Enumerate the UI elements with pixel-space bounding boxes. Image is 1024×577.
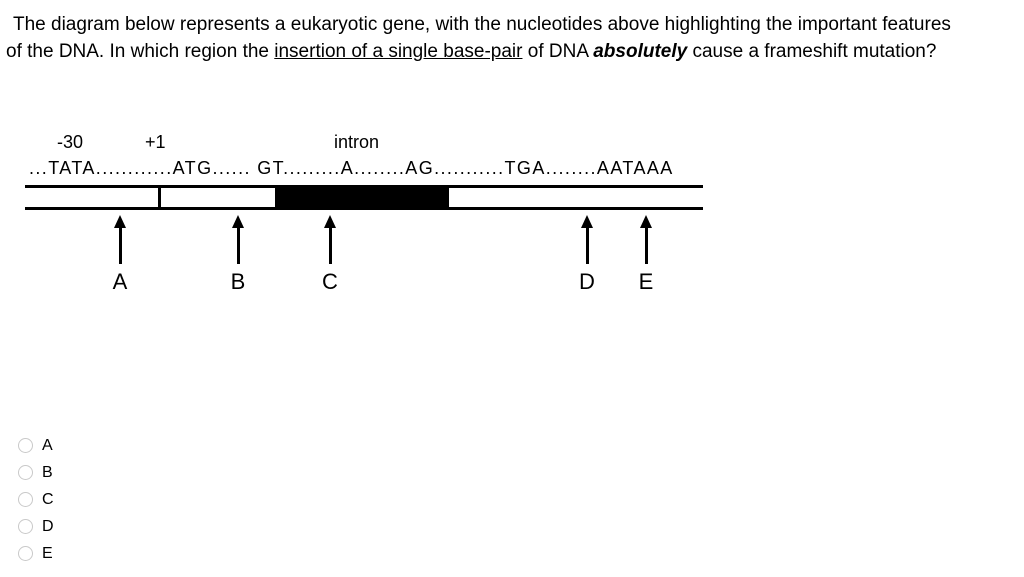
question-line-1: The diagram below represents a eukaryoti… <box>13 14 951 35</box>
arrow-shaft <box>118 228 122 264</box>
arrow-shaft <box>644 228 648 264</box>
option-label-c: C <box>42 490 54 508</box>
question-segment: of the DNA. In which region the <box>6 41 275 62</box>
option-label-e: E <box>42 544 53 562</box>
up-arrow-icon <box>324 215 336 228</box>
radio-button-b[interactable] <box>18 465 33 480</box>
option-row-d[interactable]: D <box>18 513 54 540</box>
intron-label: intron <box>334 132 380 152</box>
intron-region <box>275 188 449 207</box>
arrow-region-b: B <box>225 215 251 294</box>
option-row-c[interactable]: C <box>18 486 54 513</box>
answer-options: A B C D E <box>18 432 54 567</box>
question-segment: cause a frameshift mutation? <box>687 41 937 62</box>
arrow-region-d: D <box>574 215 600 294</box>
option-row-a[interactable]: A <box>18 432 54 459</box>
arrow-region-c: C <box>317 215 343 294</box>
question-segment-emphasis: absolutely <box>593 41 688 62</box>
option-label-d: D <box>42 517 54 535</box>
arrow-label-e: E <box>638 269 654 294</box>
question-line-2: of the DNA. In which region the insertio… <box>6 38 1020 65</box>
radio-button-e[interactable] <box>18 546 33 561</box>
question-text: The diagram below represents a eukaryoti… <box>6 11 1020 65</box>
arrow-label-c: C <box>322 269 338 294</box>
transcription-start-tick <box>158 188 161 207</box>
arrow-region-a: A <box>107 215 133 294</box>
arrow-label-d: D <box>579 269 595 294</box>
up-arrow-icon <box>640 215 652 228</box>
plus-1-label: +1 <box>145 132 166 152</box>
nucleotide-sequence: ...TATA............ATG...... GT.........… <box>29 158 674 178</box>
arrow-shaft <box>585 228 589 264</box>
question-segment: of DNA <box>522 41 594 62</box>
arrow-label-b: B <box>230 269 246 294</box>
minus-30-label: -30 <box>57 132 84 152</box>
option-label-b: B <box>42 463 53 481</box>
arrow-label-a: A <box>112 269 128 294</box>
radio-button-c[interactable] <box>18 492 33 507</box>
option-row-b[interactable]: B <box>18 459 54 486</box>
radio-button-a[interactable] <box>18 438 33 453</box>
arrow-shaft <box>328 228 332 264</box>
gene-bar <box>25 185 703 210</box>
question-segment-underlined: insertion of a single base-pair <box>274 41 523 62</box>
up-arrow-icon <box>581 215 593 228</box>
option-label-a: A <box>42 436 53 454</box>
arrow-shaft <box>236 228 240 264</box>
up-arrow-icon <box>232 215 244 228</box>
up-arrow-icon <box>114 215 126 228</box>
radio-button-d[interactable] <box>18 519 33 534</box>
arrow-region-e: E <box>633 215 659 294</box>
option-row-e[interactable]: E <box>18 540 54 567</box>
